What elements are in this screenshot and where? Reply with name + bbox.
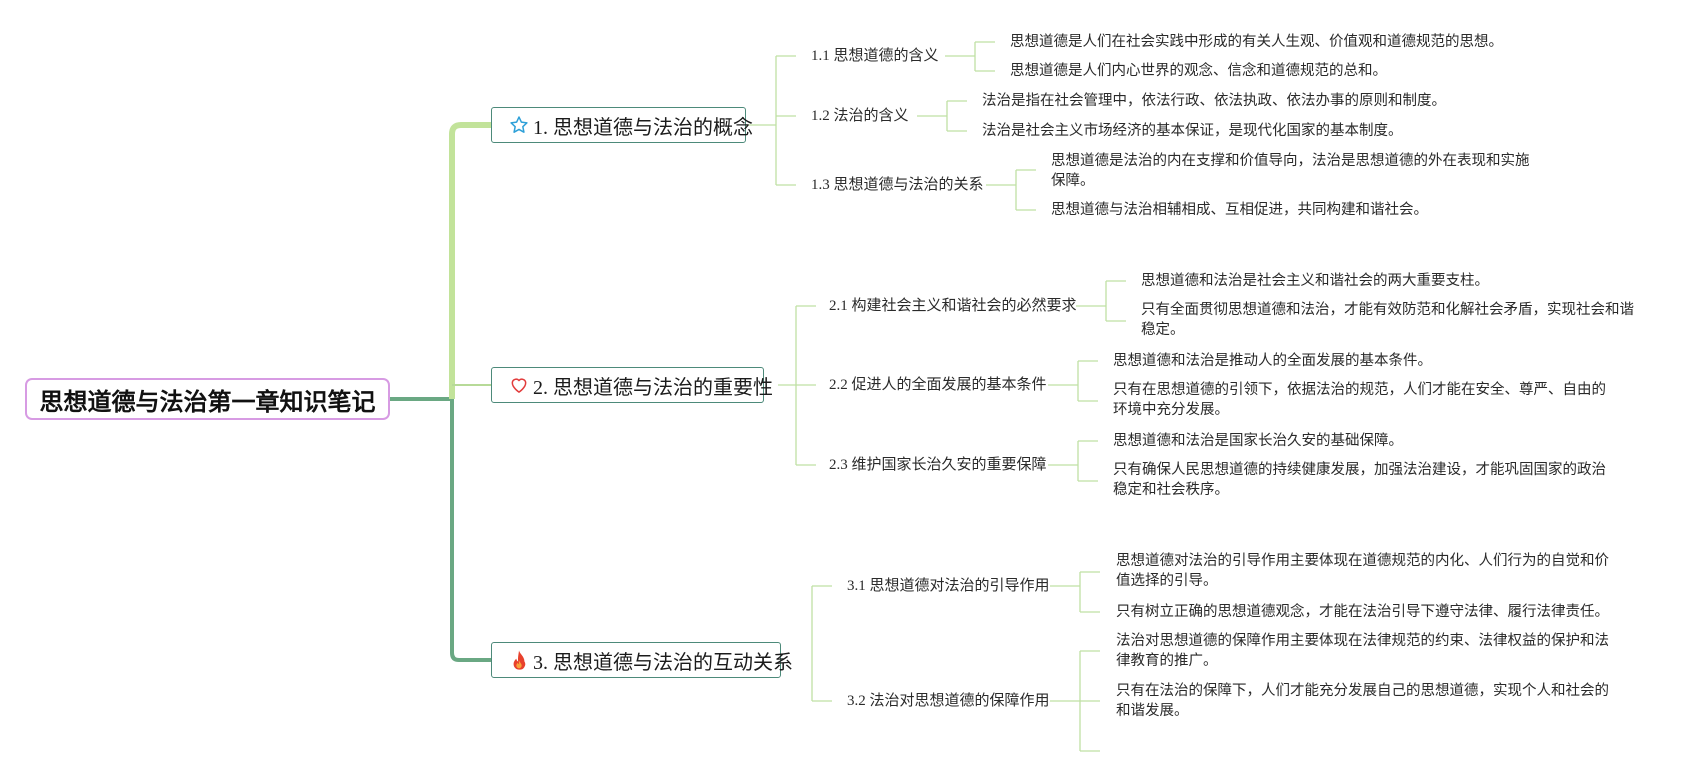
branch-1-sub-connectors (746, 55, 796, 186)
sub-1-3-leaf-connectors (986, 169, 1036, 211)
leaf-1-3-1[interactable]: 思想道德是法治的内在支撑和价值导向，法治是思想道德的外在表现和实施保障。 (1051, 153, 1530, 189)
subtopic-1-1[interactable]: 1.1 思想道德的含义 (811, 48, 939, 64)
sub-1-1-leaf-connectors (945, 41, 995, 72)
subtopic-1-3[interactable]: 1.3 思想道德与法治的关系 (811, 177, 984, 193)
subtopic-2-2[interactable]: 2.2 促进人的全面发展的基本条件 (829, 377, 1047, 393)
leaf-2-1-2[interactable]: 只有全面贯彻思想道德和法治，才能有效防范和化解社会矛盾，实现社会和谐稳定。 (1141, 302, 1634, 338)
star-icon (509, 114, 529, 136)
branch-2-sub-connectors (778, 305, 816, 466)
subtopic-3-2[interactable]: 3.2 法治对思想道德的保障作用 (847, 693, 1050, 709)
branch-1-label: 1. 思想道德与法治的概念 (533, 116, 753, 139)
fire-icon (509, 649, 529, 671)
branch-2-topic[interactable]: 2. 思想道德与法治的重要性 (491, 367, 773, 403)
leaf-3-2-1[interactable]: 法治对思想道德的保障作用主要体现在法律规范的约束、法律权益的保护和法律教育的推广… (1116, 633, 1609, 669)
sub-2-1-leaf-connectors (1076, 280, 1126, 322)
root-topic[interactable]: 思想道德与法治第一章知识笔记 (25, 378, 390, 420)
branch-1-connector (449, 122, 491, 399)
leaf-1-1-1[interactable]: 思想道德是人们在社会实践中形成的有关人生观、价值观和道德规范的思想。 (1010, 34, 1503, 50)
leaf-1-2-2[interactable]: 法治是社会主义市场经济的基本保证，是现代化国家的基本制度。 (982, 123, 1403, 139)
sub-3-2-leaf-connectors (1050, 650, 1100, 752)
subtopic-1-2[interactable]: 1.2 法治的含义 (811, 108, 909, 124)
branch-3-label: 3. 思想道德与法治的互动关系 (533, 651, 793, 674)
subtopic-2-3[interactable]: 2.3 维护国家长治久安的重要保障 (829, 457, 1047, 473)
branch-3-connector (450, 399, 491, 662)
leaf-2-2-2[interactable]: 只有在思想道德的引领下，依据法治的规范，人们才能在安全、尊严、自由的环境中充分发… (1113, 382, 1606, 418)
sub-1-2-leaf-connectors (917, 100, 967, 132)
branch-2-label: 2. 思想道德与法治的重要性 (533, 376, 773, 399)
subtopic-2-1[interactable]: 2.1 构建社会主义和谐社会的必然要求 (829, 298, 1077, 314)
subtopic-3-1[interactable]: 3.1 思想道德对法治的引导作用 (847, 578, 1050, 594)
sub-3-1-leaf-connectors (1050, 571, 1100, 613)
leaf-1-2-1[interactable]: 法治是指在社会管理中，依法行政、依法执政、依法办事的原则和制度。 (982, 93, 1446, 109)
branch-3-sub-connectors (811, 585, 832, 702)
root-title: 思想道德与法治第一章知识笔记 (39, 387, 376, 416)
branch-1-topic[interactable]: 1. 思想道德与法治的概念 (491, 107, 753, 143)
sub-2-3-leaf-connectors (1048, 440, 1098, 482)
leaf-2-3-2[interactable]: 只有确保人民思想道德的持续健康发展，加强法治建设，才能巩固国家的政治稳定和社会秩… (1113, 462, 1606, 498)
sub-2-2-leaf-connectors (1048, 360, 1098, 402)
heart-icon (509, 374, 529, 396)
leaf-3-2-2[interactable]: 只有在法治的保障下，人们才能充分发展自己的思想道德，实现个人和社会的和谐发展。 (1116, 683, 1609, 719)
branch-3-topic[interactable]: 3. 思想道德与法治的互动关系 (491, 642, 793, 678)
leaf-2-2-1[interactable]: 思想道德和法治是推动人的全面发展的基本条件。 (1113, 353, 1432, 369)
leaf-2-3-1[interactable]: 思想道德和法治是国家长治久安的基础保障。 (1113, 433, 1403, 449)
leaf-1-3-2[interactable]: 思想道德与法治相辅相成、互相促进，共同构建和谐社会。 (1051, 202, 1428, 218)
leaf-1-1-2[interactable]: 思想道德是人们内心世界的观念、信念和道德规范的总和。 (1010, 63, 1387, 79)
leaf-3-1-1[interactable]: 思想道德对法治的引导作用主要体现在道德规范的内化、人们行为的自觉和价值选择的引导… (1116, 553, 1609, 589)
leaf-3-1-2[interactable]: 只有树立正确的思想道德观念，才能在法治引导下遵守法律、履行法律责任。 (1116, 604, 1609, 620)
leaf-2-1-1[interactable]: 思想道德和法治是社会主义和谐社会的两大重要支柱。 (1141, 273, 1489, 289)
